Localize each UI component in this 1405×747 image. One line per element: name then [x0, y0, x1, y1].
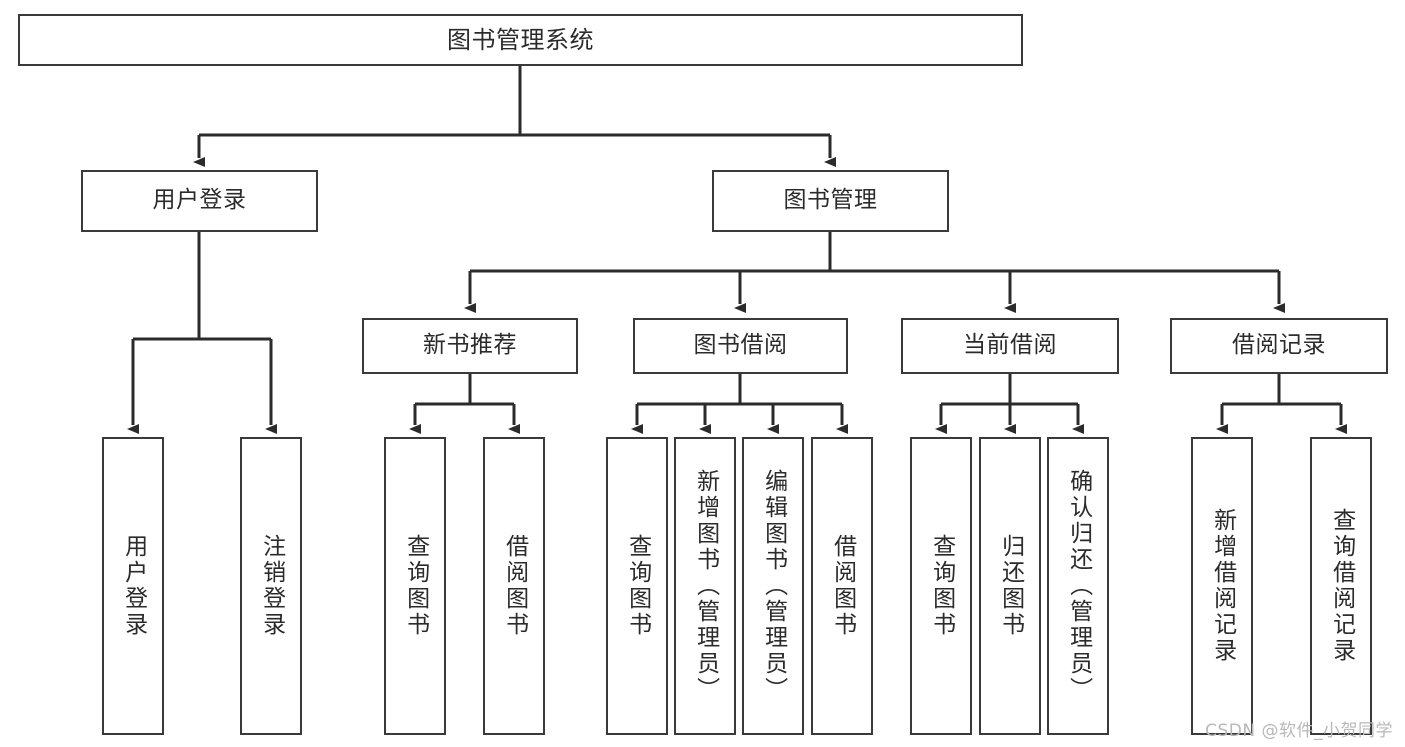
node-book-borrow[interactable]: 图书借阅	[633, 318, 848, 374]
node-label: 新增借阅记录	[1209, 508, 1236, 664]
node-new-book-recommend[interactable]: 新书推荐	[362, 318, 578, 374]
node-leaf-user-login-signout[interactable]: 注销登录	[240, 437, 302, 735]
node-label: 查询图书	[624, 534, 651, 638]
node-label: 归还图书	[997, 534, 1024, 638]
node-label: 新增图书（管理员）	[692, 469, 719, 703]
node-label: 查询图书	[402, 534, 429, 638]
node-label: 查询借阅记录	[1328, 508, 1355, 664]
node-label: 借阅图书	[829, 534, 856, 638]
node-leaf-borrow-add[interactable]: 新增图书（管理员）	[674, 437, 736, 735]
node-leaf-newbook-query[interactable]: 查询图书	[384, 437, 446, 735]
node-label: 用户登录	[152, 187, 247, 214]
node-label: 当前借阅	[963, 332, 1057, 359]
node-leaf-borrow-query[interactable]: 查询图书	[606, 437, 668, 735]
node-leaf-records-query[interactable]: 查询借阅记录	[1310, 437, 1372, 735]
node-leaf-newbook-borrow[interactable]: 借阅图书	[483, 437, 545, 735]
node-label: 新书推荐	[423, 332, 517, 359]
node-leaf-borrow-lend[interactable]: 借阅图书	[811, 437, 873, 735]
node-root-system[interactable]: 图书管理系统	[18, 14, 1023, 66]
node-label: 图书管理	[783, 187, 878, 214]
node-leaf-current-return[interactable]: 归还图书	[979, 437, 1041, 735]
node-label: 编辑图书（管理员）	[760, 469, 787, 703]
node-book-management[interactable]: 图书管理	[712, 170, 949, 232]
node-borrow-records[interactable]: 借阅记录	[1170, 318, 1388, 374]
watermark-text: CSDN @软件_小贺同学	[1205, 721, 1393, 741]
node-label: 图书借阅	[693, 332, 788, 359]
node-leaf-records-add[interactable]: 新增借阅记录	[1191, 437, 1253, 735]
node-leaf-user-login-signin[interactable]: 用户登录	[102, 437, 164, 735]
node-label: 确认归还（管理员）	[1065, 469, 1092, 703]
node-label: 注销登录	[258, 534, 285, 638]
node-leaf-current-query[interactable]: 查询图书	[910, 437, 972, 735]
node-label: 用户登录	[120, 534, 147, 638]
node-leaf-current-confirm-return[interactable]: 确认归还（管理员）	[1047, 437, 1109, 735]
node-label: 借阅记录	[1232, 332, 1326, 359]
node-label: 图书管理系统	[447, 25, 594, 54]
node-label: 查询图书	[928, 534, 955, 638]
node-leaf-borrow-edit[interactable]: 编辑图书（管理员）	[742, 437, 804, 735]
node-label: 借阅图书	[501, 534, 528, 638]
node-user-login[interactable]: 用户登录	[81, 170, 318, 232]
node-current-borrow[interactable]: 当前借阅	[901, 318, 1119, 374]
